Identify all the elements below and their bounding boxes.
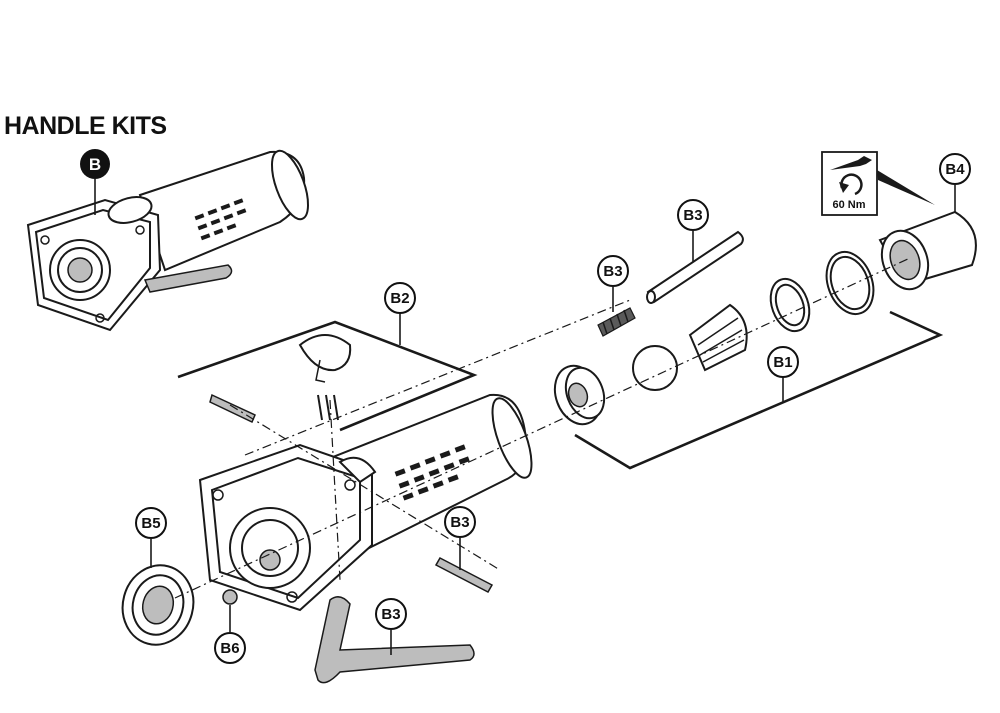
callout-b4: B4	[939, 153, 971, 213]
svg-text:B2: B2	[390, 290, 409, 307]
b1-kit-bracket	[574, 310, 944, 470]
callout-b3-spring: B3	[597, 255, 629, 312]
page-title: HANDLE KITS	[4, 112, 167, 140]
callout-b-main: B	[80, 149, 110, 215]
b5-washer	[121, 564, 195, 646]
svg-text:B5: B5	[141, 515, 160, 532]
callout-b6: B6	[214, 605, 246, 664]
right-exploded-parts	[553, 210, 977, 426]
torque-spec-box: 60 Nm	[821, 151, 935, 216]
svg-text:B3: B3	[683, 207, 702, 224]
callout-b5: B5	[135, 507, 167, 568]
callout-b2: B2	[384, 282, 416, 314]
callout-b3-pin: B3	[444, 506, 476, 570]
assembly-axis-lines	[174, 257, 911, 599]
svg-text:B1: B1	[773, 354, 792, 371]
main-handle-body	[198, 393, 533, 612]
svg-text:B3: B3	[603, 263, 622, 280]
svg-text:B3: B3	[450, 514, 469, 531]
b2-kit-frame	[177, 313, 478, 432]
wrench-torque-icon	[830, 156, 872, 170]
svg-text:B: B	[89, 155, 101, 174]
svg-text:B3: B3	[381, 606, 400, 623]
callout-b1: B1	[767, 346, 799, 378]
svg-text:B4: B4	[945, 161, 965, 178]
assembled-handle	[26, 149, 310, 332]
callout-b3-lever: B3	[375, 598, 407, 655]
svg-text:60 Nm: 60 Nm	[832, 199, 865, 211]
lever-part	[314, 596, 475, 684]
b6-ball	[222, 589, 238, 605]
pin-part	[434, 557, 494, 593]
callout-b3-rod: B3	[677, 199, 709, 262]
svg-text:B6: B6	[220, 640, 239, 657]
